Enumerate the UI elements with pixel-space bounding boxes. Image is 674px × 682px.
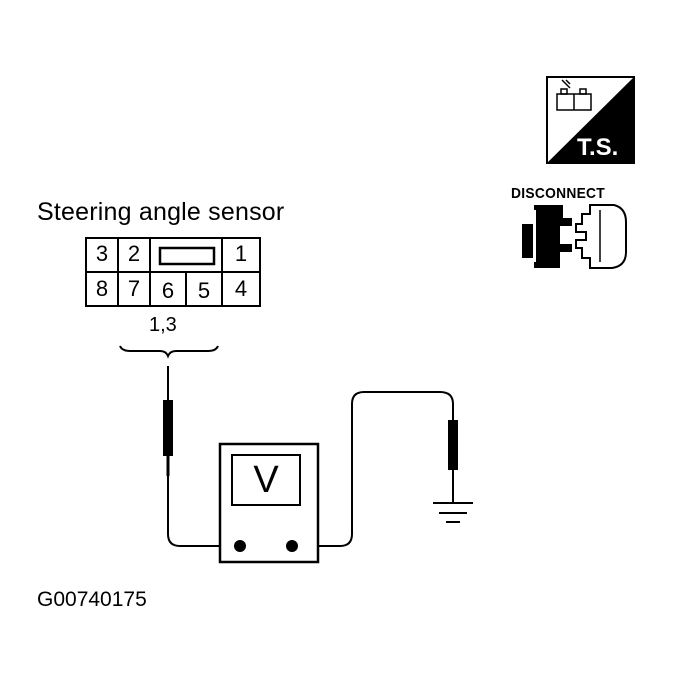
left-probe: [163, 366, 173, 476]
disconnect-connector-icon: [522, 204, 627, 269]
meter-negative-terminal: [234, 540, 246, 552]
sensor-title: Steering angle sensor: [37, 198, 285, 226]
ground-icon: [433, 502, 473, 523]
ts-badge: [546, 76, 635, 164]
battery-icon: [556, 79, 592, 111]
right-lead-wire: [292, 391, 454, 547]
pin-label: 7: [127, 276, 141, 301]
left-lead-wire: [167, 476, 240, 547]
pin-label: 5: [197, 278, 211, 303]
disconnect-label: DISCONNECT: [511, 185, 605, 202]
figure-code: G00740175: [37, 588, 147, 611]
pin-label: 2: [127, 241, 141, 266]
pin-label: 8: [95, 276, 109, 301]
pin-label: 3: [95, 241, 109, 266]
voltmeter: [218, 442, 320, 564]
pin-label: 1: [234, 241, 248, 266]
pin-label: 4: [234, 276, 248, 301]
pin-label: 6: [161, 278, 175, 303]
probe-pins-label: 1,3: [149, 314, 177, 336]
meter-symbol: V: [253, 459, 279, 501]
pin-group-brace: [119, 345, 219, 359]
right-probe: [448, 420, 458, 502]
ts-label: T.S.: [577, 134, 619, 161]
connector-face: [85, 237, 261, 307]
meter-positive-terminal: [286, 540, 298, 552]
